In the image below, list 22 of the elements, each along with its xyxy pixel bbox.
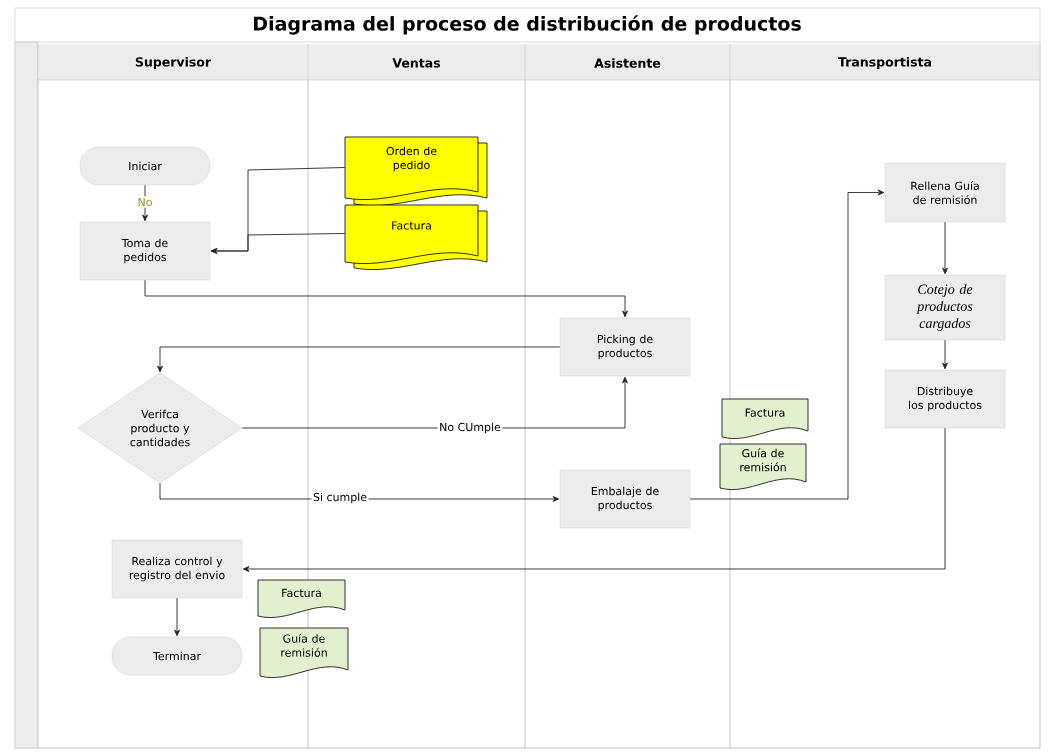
process-box: Toma de pedidos xyxy=(79,221,211,281)
process-box: Embalaje de productos xyxy=(559,469,691,529)
process-box: Distribuye los productos xyxy=(884,369,1006,429)
process-box: Rellena Guía de remisión xyxy=(884,162,1006,223)
arrow xyxy=(689,189,885,500)
process-box: Picking de productos xyxy=(559,317,691,377)
arrow xyxy=(144,279,628,318)
arrow xyxy=(242,427,946,572)
edge-label: No xyxy=(136,196,154,208)
arrow xyxy=(942,339,948,370)
document-stack: Factura xyxy=(344,204,488,270)
arrow xyxy=(174,597,180,637)
arrow xyxy=(157,346,561,373)
process-box: Cotejo de productos cargados xyxy=(884,274,1006,341)
document-stack: Orden de pedido xyxy=(344,136,488,206)
arrow xyxy=(142,184,148,222)
edge-label: No CUmple xyxy=(437,421,503,435)
arrow xyxy=(210,233,346,254)
process-box: Realiza control y registro del envio xyxy=(111,539,243,599)
edge-label: Si cumple xyxy=(311,491,369,505)
arrow xyxy=(942,221,948,275)
title: Diagrama del proceso de distribución de productos xyxy=(254,15,801,35)
